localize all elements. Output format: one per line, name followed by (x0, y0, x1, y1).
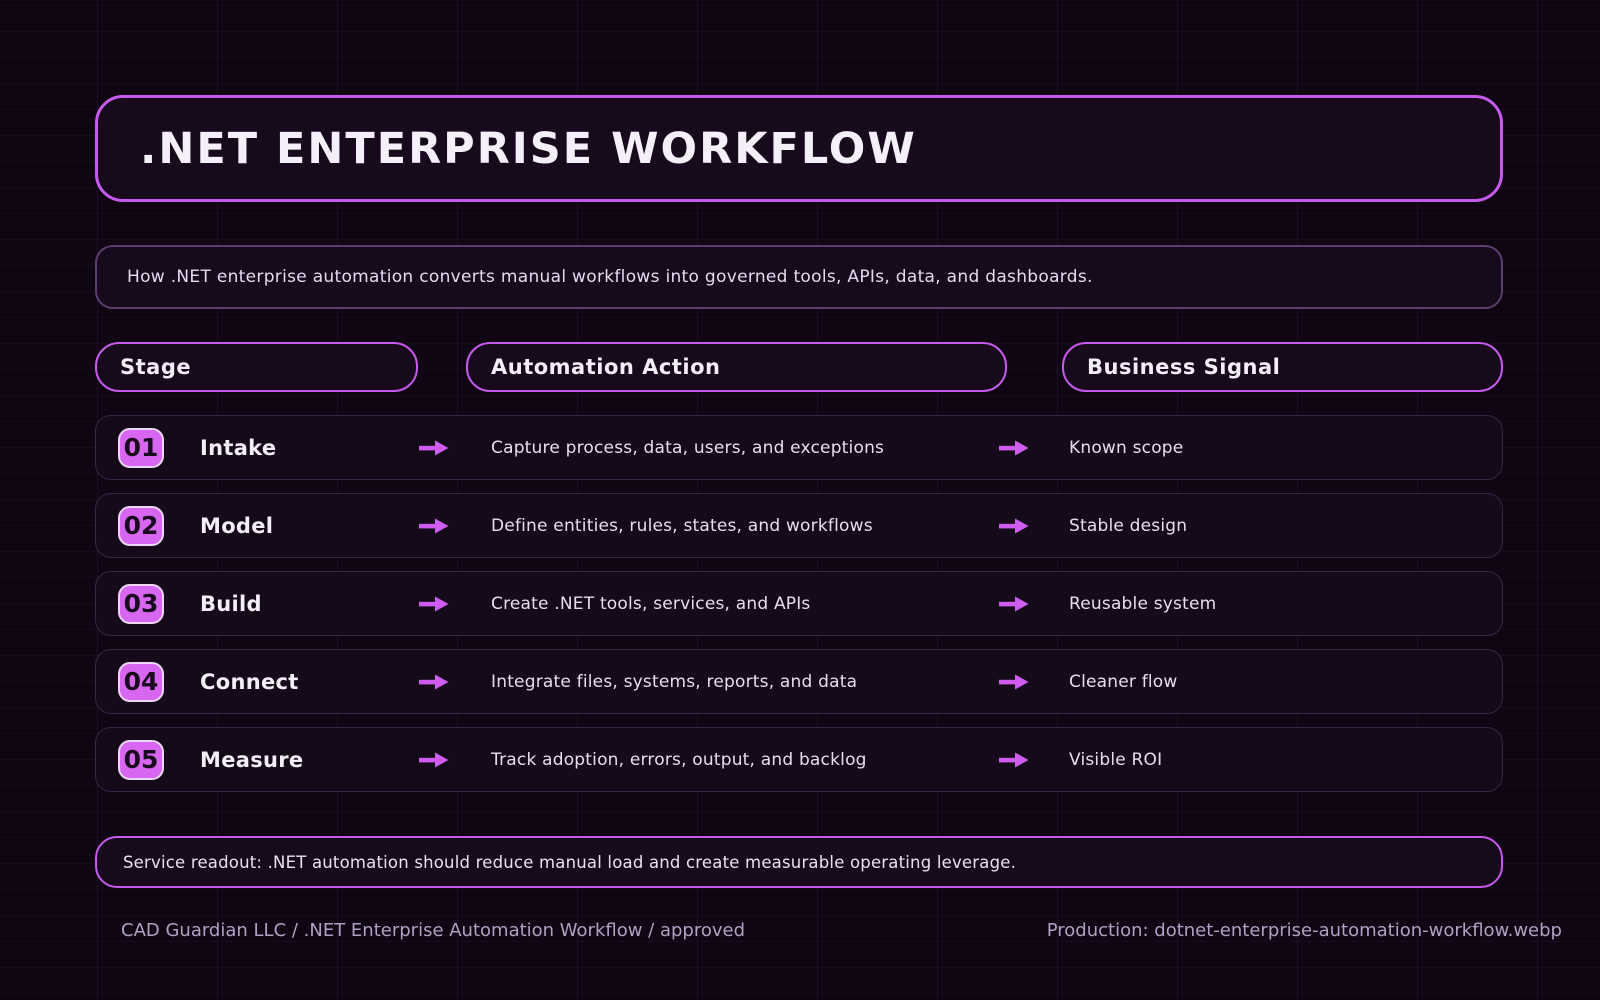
stage-number: 05 (123, 745, 159, 774)
stage-number-badge: 04 (118, 661, 164, 702)
stage-number-badge: 03 (118, 583, 164, 624)
stage-number-badge: 01 (118, 427, 164, 468)
stage-number-badge: 02 (118, 505, 164, 546)
arrow-right-icon (999, 518, 1029, 534)
workflow-row: 05 Measure Track adoption, errors, outpu… (95, 727, 1503, 792)
stage-number-badge: 05 (118, 739, 164, 780)
subtitle-box: How .NET enterprise automation converts … (95, 245, 1503, 309)
arrow-right-icon (419, 596, 449, 612)
signal-text: Reusable system (1069, 593, 1217, 614)
stage-number: 03 (123, 589, 159, 618)
signal-text: Known scope (1069, 437, 1184, 458)
column-header-automation-action: Automation Action (466, 342, 1007, 392)
column-header-stage-label: Stage (120, 355, 192, 379)
workflow-row: 04 Connect Integrate files, systems, rep… (95, 649, 1503, 714)
action-text: Create .NET tools, services, and APIs (491, 593, 811, 614)
action-text: Integrate files, systems, reports, and d… (491, 671, 858, 692)
footer-left-text: CAD Guardian LLC / .NET Enterprise Autom… (121, 920, 746, 941)
stage-name: Measure (200, 747, 304, 772)
stage-name: Model (200, 513, 274, 538)
stage-number: 01 (123, 433, 159, 462)
signal-text: Visible ROI (1069, 749, 1163, 770)
column-header-business-signal-label: Business Signal (1087, 355, 1281, 379)
stage-number: 02 (123, 511, 159, 540)
column-header-business-signal: Business Signal (1062, 342, 1503, 392)
arrow-right-icon (999, 674, 1029, 690)
column-header-stage: Stage (95, 342, 418, 392)
readout-text: Service readout: .NET automation should … (123, 852, 1017, 872)
stage-name: Build (200, 591, 262, 616)
workflow-row: 03 Build Create .NET tools, services, an… (95, 571, 1503, 636)
readout-box: Service readout: .NET automation should … (95, 836, 1503, 888)
subtitle-text: How .NET enterprise automation converts … (127, 267, 1093, 287)
signal-text: Cleaner flow (1069, 671, 1178, 692)
arrow-right-icon (419, 674, 449, 690)
arrow-right-icon (999, 596, 1029, 612)
workflow-row: 02 Model Define entities, rules, states,… (95, 493, 1503, 558)
arrow-right-icon (999, 752, 1029, 768)
arrow-right-icon (999, 440, 1029, 456)
stage-name: Connect (200, 669, 299, 694)
footer-right-text: Production: dotnet-enterprise-automation… (1046, 920, 1562, 941)
action-text: Capture process, data, users, and except… (491, 437, 885, 458)
stage-number: 04 (123, 667, 159, 696)
action-text: Track adoption, errors, output, and back… (491, 749, 867, 770)
workflow-row: 01 Intake Capture process, data, users, … (95, 415, 1503, 480)
arrow-right-icon (419, 518, 449, 534)
action-text: Define entities, rules, states, and work… (491, 515, 873, 536)
workflow-rows: 01 Intake Capture process, data, users, … (95, 415, 1503, 792)
arrow-right-icon (419, 440, 449, 456)
column-header-automation-action-label: Automation Action (491, 355, 721, 379)
signal-text: Stable design (1069, 515, 1188, 536)
stage-name: Intake (200, 435, 277, 460)
title-box: .NET ENTERPRISE WORKFLOW (95, 95, 1503, 202)
page-title: .NET ENTERPRISE WORKFLOW (140, 123, 917, 174)
arrow-right-icon (419, 752, 449, 768)
